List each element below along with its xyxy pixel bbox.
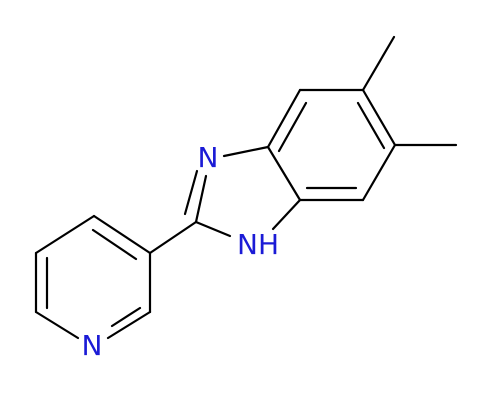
- atom-nh-label: NH: [237, 228, 279, 261]
- bond-c6-c5-inner: [356, 101, 386, 150]
- bond-c7a-c7: [266, 88, 302, 149]
- bond-pyridine-n-c2-inner: [110, 306, 142, 328]
- bond-c3a-c7a: [266, 145, 302, 202]
- bond-pyridine-c4-c5: [34, 214, 96, 255]
- bond-c7a-n3: [222, 145, 270, 158]
- bond-c2-n1: [194, 220, 232, 238]
- bond-pyridine-c3-c4: [92, 214, 152, 255]
- bond-pyridine-c6-n: [34, 310, 80, 340]
- bond-c6-c5: [361, 88, 397, 147]
- bond-c2-pyridine: [148, 220, 198, 255]
- bond-n3-c2-inner: [183, 169, 199, 216]
- bond-n3-c2: [194, 174, 208, 224]
- bond-c7a-c7-inner: [277, 101, 308, 153]
- bond-n1-c3a: [271, 198, 302, 231]
- atom-n-imine-label: N: [198, 141, 219, 174]
- bond-pyridine-c3-c4-inner: [91, 228, 138, 261]
- atom-n-pyridine-label: N: [82, 329, 103, 362]
- bond-c5-c4: [361, 143, 397, 202]
- bond-pyridine-n-c2: [106, 310, 152, 340]
- bond-methyl-top: [361, 35, 396, 92]
